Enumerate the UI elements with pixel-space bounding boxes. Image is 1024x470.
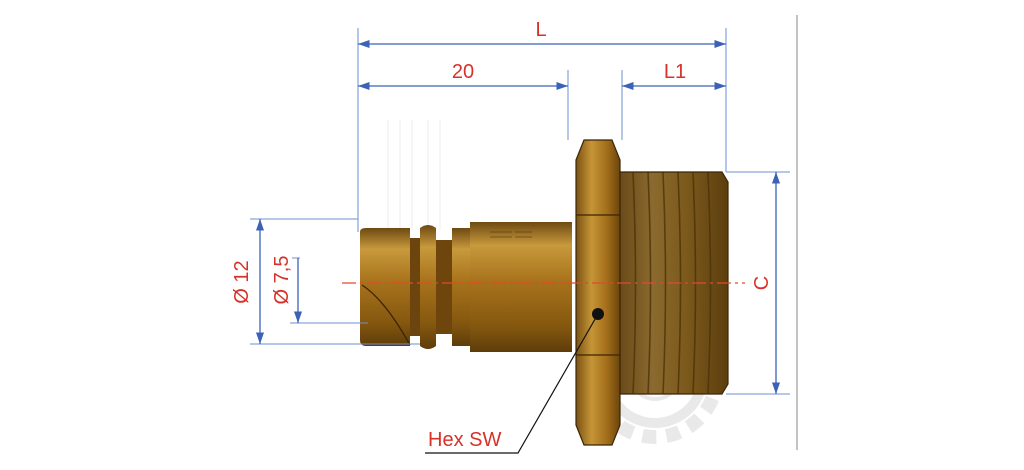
dim-label-diameter-12: Ø 12 xyxy=(231,260,253,303)
hex-callout-label: Hex SW xyxy=(428,429,501,451)
ghost-outline xyxy=(387,120,441,230)
plug-groove xyxy=(410,238,420,336)
hex-callout-leader xyxy=(425,313,599,454)
plug-shaft xyxy=(470,222,572,352)
dim-label-20: 20 xyxy=(452,61,474,83)
dim-label-L1: L1 xyxy=(664,61,686,83)
plug-collar xyxy=(420,225,436,349)
hex-nut xyxy=(576,140,620,445)
dim-label-C: C xyxy=(751,276,773,290)
dim-label-L: L xyxy=(535,19,546,41)
plug-nose xyxy=(360,228,410,346)
dim-label-diameter-7-5: Ø 7,5 xyxy=(271,256,293,305)
coupling-plug-part xyxy=(360,139,729,446)
